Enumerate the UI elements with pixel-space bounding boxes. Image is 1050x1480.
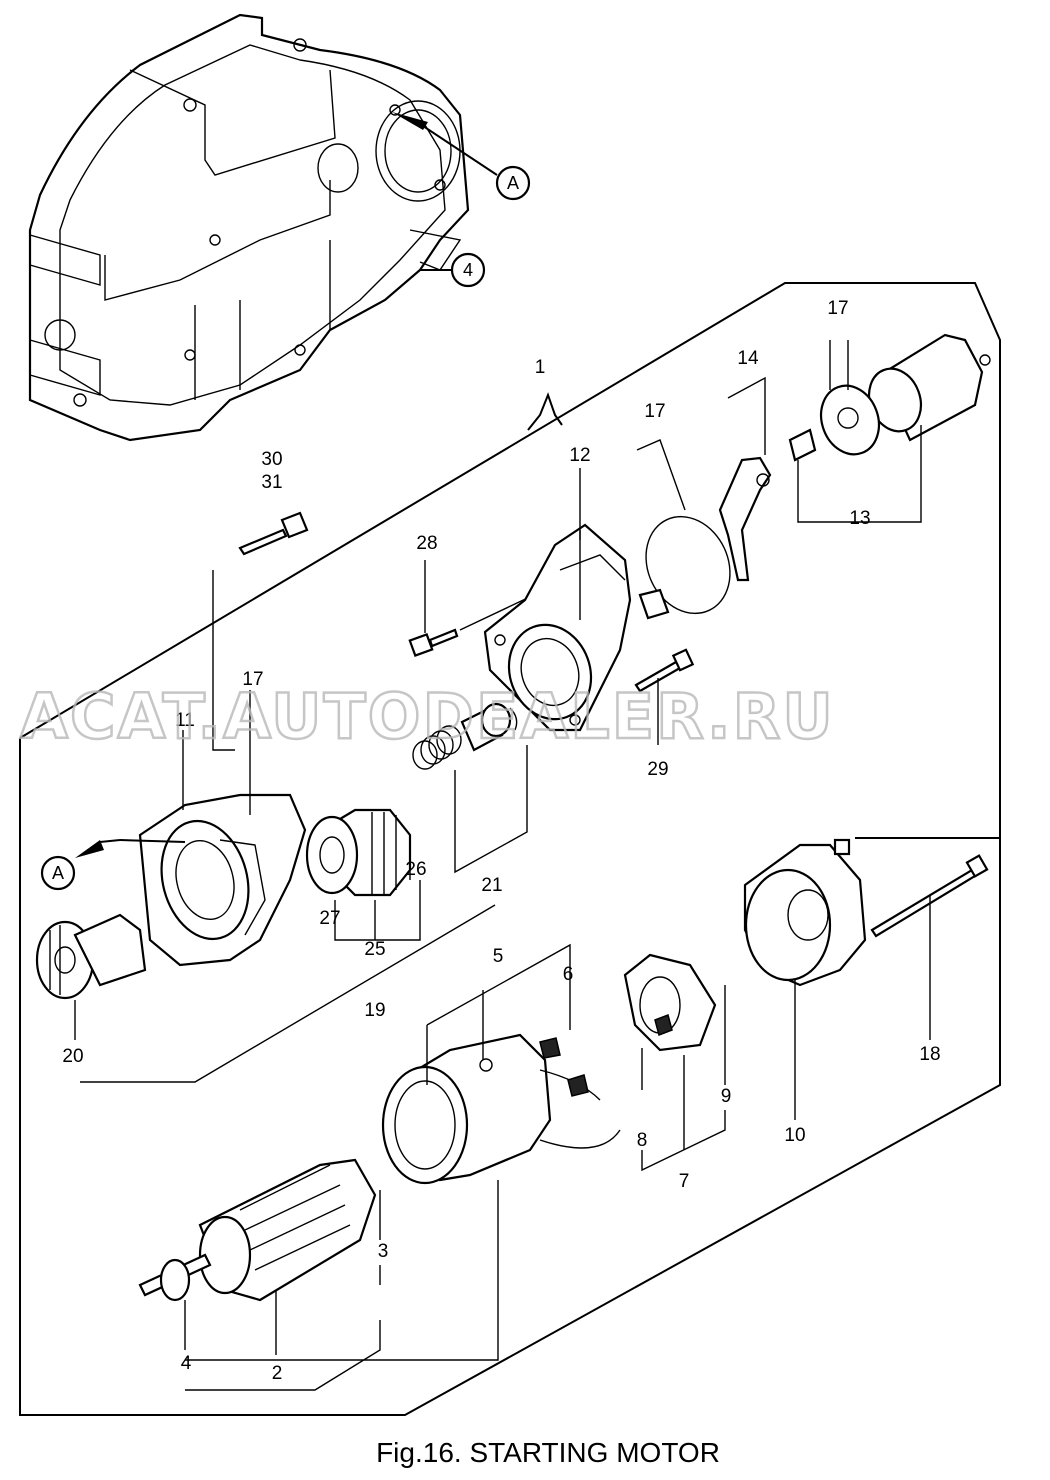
label-8: 8 [637,1130,648,1151]
callout-a-left: A [40,839,186,891]
label-19: 19 [364,1000,385,1021]
figure-caption: Fig.16. STARTING MOTOR [376,1437,720,1468]
callout-4: 4 [420,252,486,288]
label-20: 20 [62,1046,83,1067]
label-30: 30 [261,449,282,470]
label-18: 18 [919,1044,940,1065]
label-5: 5 [493,946,504,967]
label-28: 28 [416,533,437,554]
label-9: 9 [721,1086,732,1107]
callout-a-left-text: A [52,863,64,883]
label-14: 14 [737,348,759,369]
callout-a-top-text: A [507,173,519,193]
label-21: 21 [481,875,502,896]
field-frame-5 [381,943,621,1185]
label-31: 31 [261,472,282,493]
bolt-29 [634,648,695,745]
part-labels: 1 2 3 4 5 6 7 8 9 10 11 12 13 14 17 17 1… [62,298,940,1384]
label-1: 1 [535,357,546,378]
solenoid-13 [788,333,991,523]
label-3: 3 [378,1241,389,1262]
label-29: 29 [647,759,668,780]
watermark-text: ACAT.AUTODEALER.RU [20,680,835,753]
brush-holder-7 [623,953,726,1172]
label-17-a: 17 [644,401,665,422]
callout-a-top: A [392,112,531,201]
label-12: 12 [569,445,590,466]
clutch-assembly [305,808,421,941]
label-4: 4 [181,1353,192,1374]
spring-21 [412,702,528,874]
label-17-c: 17 [242,669,263,690]
callout-4-text: 4 [463,260,473,280]
label-26: 26 [405,859,426,880]
flywheel-housing [28,13,470,442]
pinion-20 [35,904,496,1083]
front-cover-11 [138,690,307,967]
label-7: 7 [679,1171,690,1192]
label-11: 11 [175,710,195,731]
armature-2 [138,1158,499,1391]
bolt-30-31 [212,511,309,751]
assembly-outline [19,282,1001,1416]
label-10: 10 [784,1125,805,1146]
rear-cover-10 [743,838,989,1120]
label-2: 2 [272,1363,283,1384]
ring-17-mid [636,439,731,620]
label-13: 13 [849,508,870,529]
label-17-b: 17 [827,298,848,319]
label-27: 27 [319,908,340,929]
drive-housing-12 [483,468,632,732]
label-6: 6 [563,964,574,985]
label-25: 25 [364,939,385,960]
lever-14 [718,376,772,582]
